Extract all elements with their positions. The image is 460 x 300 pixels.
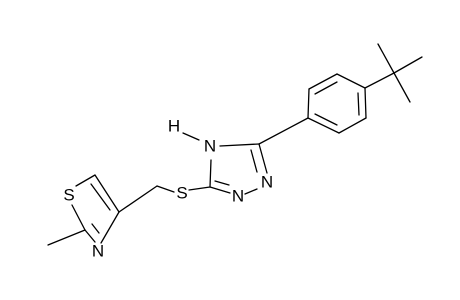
bond-c2-methyl bbox=[47, 229, 86, 246]
bond-n4-h bbox=[182, 132, 200, 141]
bond-n1-n2 bbox=[244, 188, 258, 195]
bond-c4-c5-double bbox=[90, 183, 111, 211]
bond-ph4-ph5 bbox=[364, 87, 367, 119]
bond-c4-ch2 bbox=[118, 185, 158, 213]
bond-n4-c5 bbox=[219, 143, 260, 147]
bond-n-c4 bbox=[100, 211, 120, 244]
bond-ph1-ph2 bbox=[307, 88, 310, 119]
bond-ph6-ph1 bbox=[307, 117, 340, 134]
triazole-nh-nitrogen-label: N bbox=[204, 137, 216, 156]
triazole-n2-label: N bbox=[232, 187, 244, 206]
bond-ph3-ph4 bbox=[336, 73, 366, 89]
bond-ph5-ph6 bbox=[338, 117, 367, 134]
bond-c5-s bbox=[75, 174, 96, 187]
bond-n2-c3-double bbox=[214, 180, 230, 186]
bond-s-c3 bbox=[188, 186, 211, 191]
bond-c5-phenyl bbox=[258, 117, 309, 145]
bond-ph2-ph3-inner bbox=[314, 81, 338, 95]
bond-ph6-ph1-inner bbox=[314, 113, 338, 126]
bond-n2-c3 bbox=[209, 186, 231, 194]
bond-c2-n bbox=[84, 229, 96, 243]
bond-ph4-ph5-inner bbox=[357, 92, 360, 116]
thiazole-nitrogen-label: N bbox=[92, 242, 104, 261]
bond-c2-n-double bbox=[91, 223, 100, 234]
triazole-n1-label: N bbox=[261, 173, 273, 192]
bond-c5-n1-double bbox=[250, 149, 258, 173]
triazole-hydrogen-label: H bbox=[168, 117, 180, 136]
bond-c4-c5 bbox=[94, 174, 120, 213]
bond-cq-me-top bbox=[377, 43, 395, 74]
bond-ch2-s bbox=[156, 185, 175, 193]
thioether-sulfur-label: S bbox=[176, 184, 187, 203]
bond-cq-me-right bbox=[393, 56, 423, 74]
bond-s-c2 bbox=[71, 204, 86, 231]
bond-cq-me-bottom bbox=[393, 72, 411, 103]
atom-labels: S N S N H N N bbox=[63, 117, 273, 261]
bond-c5-n1 bbox=[258, 143, 268, 174]
bonds bbox=[47, 43, 423, 246]
bond-c3-n4 bbox=[209, 159, 212, 188]
bond-ph4-cq bbox=[364, 72, 395, 89]
thiazole-sulfur-label: S bbox=[63, 186, 74, 205]
bond-ph2-ph3 bbox=[308, 73, 338, 90]
